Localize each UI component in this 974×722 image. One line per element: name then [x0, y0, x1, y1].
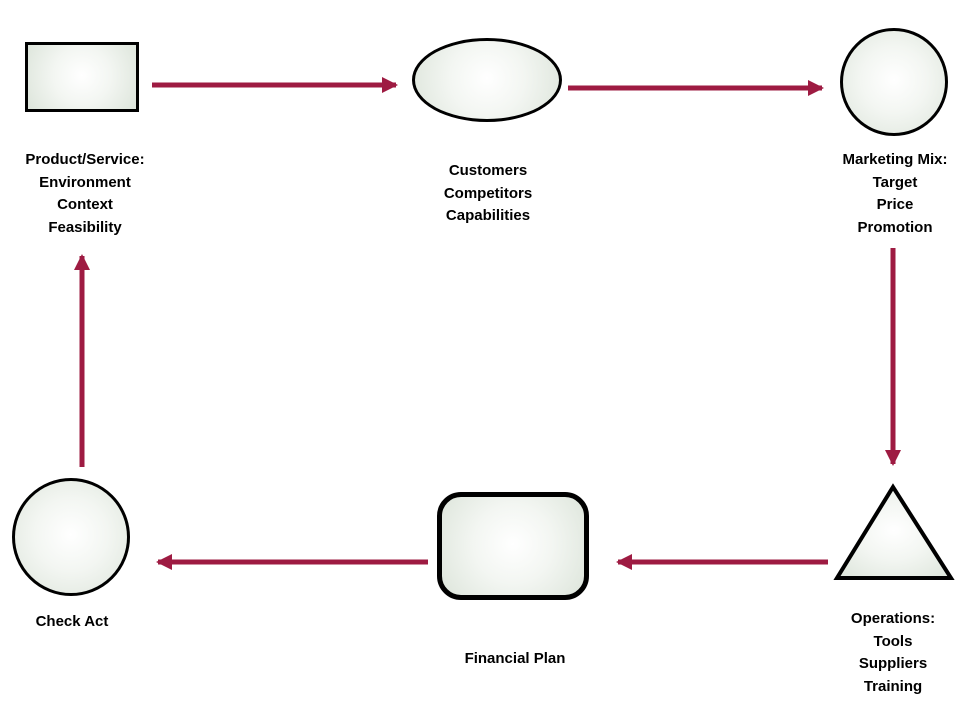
operations-label-line: Suppliers — [858, 655, 928, 672]
operations-label-line: Tools — [873, 632, 913, 650]
financial-label: Financial Plan — [415, 648, 615, 671]
product-label: Product/Service: Environment Context Fea… — [0, 149, 170, 239]
customers-label-line: Capabilities — [445, 207, 531, 224]
customers-label-line: Competitors — [443, 184, 533, 202]
product-label-line: Product/Service: — [25, 151, 145, 168]
operations-triangle-shape — [833, 483, 955, 580]
marketing-circle-shape — [840, 28, 948, 136]
financial-label-line: Financial Plan — [464, 650, 566, 667]
triangle-icon — [833, 483, 955, 580]
operations-label-line: Operations: — [850, 610, 936, 627]
check-circle-shape — [12, 478, 130, 596]
customers-label-line: Customers — [448, 162, 528, 179]
product-label-line: Context — [57, 196, 113, 213]
marketing-label-line: Price — [876, 196, 914, 213]
marketing-label: Marketing Mix: Target Price Promotion — [810, 149, 974, 239]
financial-rounded-rect-shape — [437, 492, 589, 600]
marketing-label-line: Marketing Mix: — [842, 151, 948, 168]
customers-label: Customers Competitors Capabilities — [403, 160, 573, 228]
marketing-label-line: Promotion — [857, 218, 933, 236]
customers-ellipse-shape — [412, 38, 562, 122]
check-label-line: Check Act — [35, 613, 109, 630]
operations-label-line: Training — [863, 677, 923, 695]
operations-label: Operations: Tools Suppliers Training — [808, 608, 974, 698]
check-label: Check Act — [2, 611, 142, 634]
product-label-line: Feasibility — [48, 218, 122, 236]
product-rectangle-shape — [25, 42, 139, 112]
marketing-label-line: Target — [872, 173, 918, 191]
product-label-line: Environment — [39, 173, 131, 191]
